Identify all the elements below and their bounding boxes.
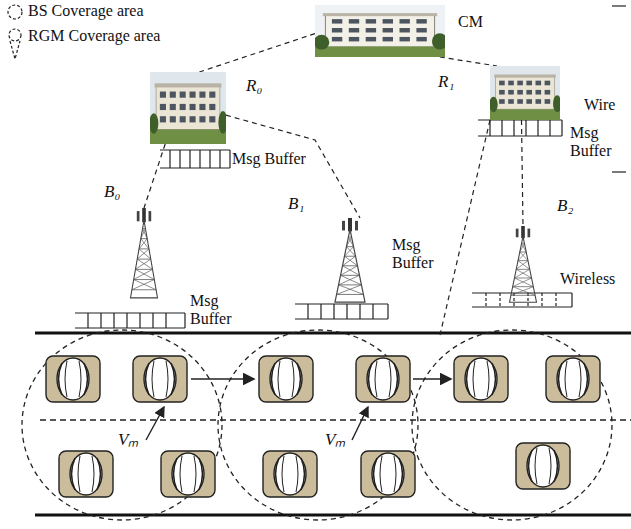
node-label: B₂ <box>557 196 573 216</box>
node-label: R₁ <box>438 72 454 92</box>
base-station: B₀ <box>126 208 162 300</box>
building-picture <box>490 66 560 120</box>
node-label: B₁ <box>288 194 304 214</box>
legend-text: RGM Coverage area <box>28 27 160 45</box>
link-label: Wire <box>584 96 615 114</box>
node-label: CM <box>458 13 483 31</box>
server-building: R₀ <box>150 72 226 144</box>
buffer-label: Msg Buffer <box>190 292 238 329</box>
velocity-label: Vₘ <box>325 430 345 450</box>
dashed-link <box>199 34 315 72</box>
buffer-label: Msg Buffer <box>570 124 618 161</box>
base-station: B₁ <box>330 218 370 304</box>
node-label: B₀ <box>104 182 120 202</box>
tower-picture <box>505 226 541 304</box>
base-station: B₂ <box>505 226 541 304</box>
legend-sample <box>4 27 26 65</box>
legend-sample <box>4 2 26 26</box>
velocity-label: Vₘ <box>118 430 138 450</box>
building-picture <box>150 72 226 144</box>
server-building: R₁ <box>490 66 560 120</box>
legend-sample <box>4 27 26 61</box>
node-label: R₀ <box>246 76 262 96</box>
link-label: Wireless <box>560 270 615 288</box>
building-picture <box>315 5 445 57</box>
buffer-label: Msg Buffer <box>232 150 306 168</box>
dashed-link <box>226 115 360 218</box>
dashed-link <box>144 144 165 208</box>
dashed-link <box>522 120 524 226</box>
buffer-label: Msg Buffer <box>392 236 440 273</box>
tower-picture <box>126 208 162 300</box>
server-building: CM <box>315 5 445 57</box>
dashed-link <box>440 57 497 66</box>
tower-picture <box>330 218 370 304</box>
legend-sample <box>4 2 26 22</box>
legend-text: BS Coverage area <box>28 2 144 20</box>
